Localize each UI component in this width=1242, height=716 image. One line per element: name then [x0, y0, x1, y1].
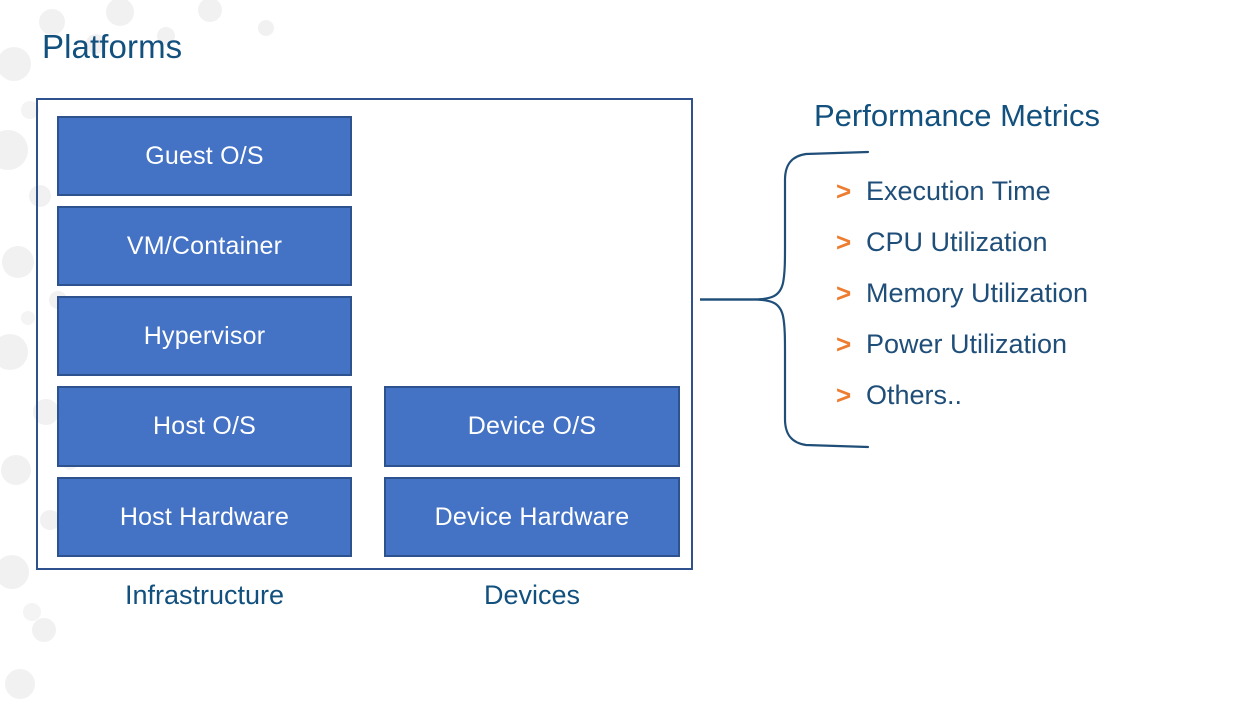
stack-box-host-os[interactable]: Host O/S: [57, 386, 352, 467]
metric-label: Others..: [866, 380, 963, 410]
stack-box-vm-container[interactable]: VM/Container: [57, 206, 352, 286]
chevron-right-icon: >: [836, 176, 852, 206]
stack-box-host-hardware[interactable]: Host Hardware: [57, 477, 352, 557]
metric-label: Power Utilization: [866, 329, 1068, 359]
chevron-right-icon: >: [836, 278, 852, 308]
metric-label: CPU Utilization: [866, 227, 1048, 257]
list-item[interactable]: > Memory Utilization: [836, 278, 1088, 329]
metrics-heading: Performance Metrics: [814, 98, 1100, 133]
column-caption-infrastructure: Infrastructure: [124, 580, 285, 610]
list-item[interactable]: > Others..: [836, 380, 1088, 431]
stack-box-device-os[interactable]: Device O/S: [384, 386, 680, 467]
stack-box-guest-os[interactable]: Guest O/S: [57, 116, 352, 196]
stack-box-device-hardware[interactable]: Device Hardware: [384, 477, 680, 557]
chevron-right-icon: >: [836, 380, 852, 410]
metric-label: Memory Utilization: [866, 278, 1089, 308]
curly-brace-connector: [700, 150, 870, 449]
metrics-list: > Execution Time > CPU Utilization > Mem…: [836, 176, 1088, 431]
metric-label: Execution Time: [866, 176, 1051, 206]
chevron-right-icon: >: [836, 227, 852, 257]
page-title: Platforms: [42, 28, 183, 65]
list-item[interactable]: > Power Utilization: [836, 329, 1088, 380]
list-item[interactable]: > CPU Utilization: [836, 227, 1088, 278]
chevron-right-icon: >: [836, 329, 852, 359]
list-item[interactable]: > Execution Time: [836, 176, 1088, 227]
platforms-container: [36, 98, 693, 570]
stack-box-hypervisor[interactable]: Hypervisor: [57, 296, 352, 376]
column-caption-devices: Devices: [483, 580, 581, 610]
